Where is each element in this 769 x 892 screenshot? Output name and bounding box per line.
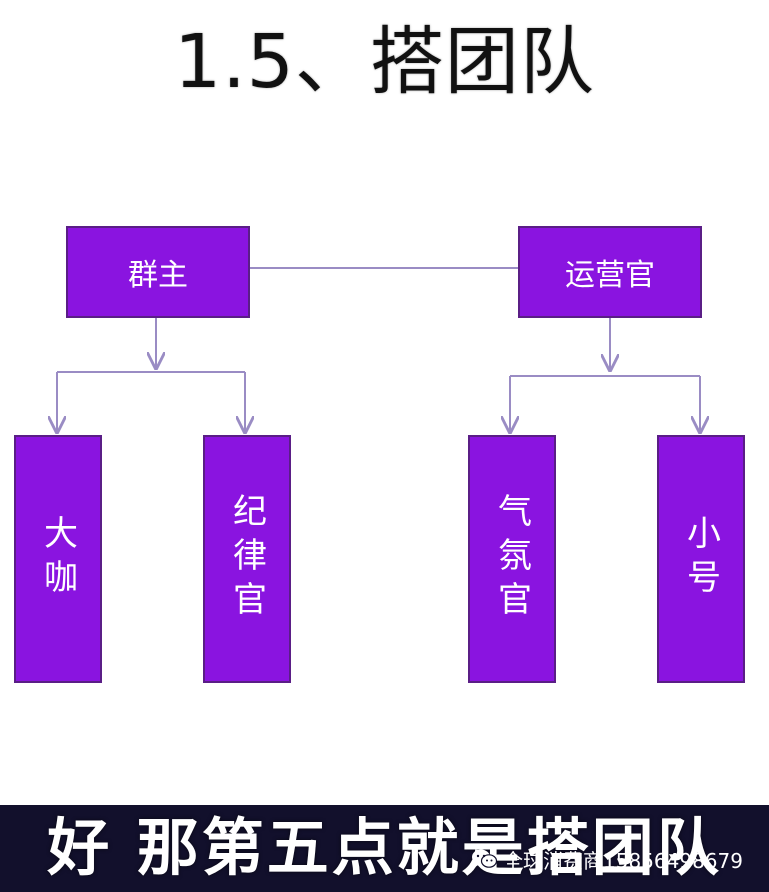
watermark: 全球消费商15856498679 xyxy=(471,842,743,876)
node-discipline-officer: 纪律官 xyxy=(203,435,291,683)
node-group-owner: 群主 xyxy=(66,226,250,318)
page-title: 1.5、搭团队 xyxy=(174,19,595,105)
node-atmosphere-officer: 气氛官 xyxy=(468,435,556,683)
node-operations-officer: 运营官 xyxy=(518,226,702,318)
watermark-text: 全球消费商15856498679 xyxy=(503,848,743,873)
video-caption: 好 那第五点就是搭团队 xyxy=(47,811,722,884)
node-alt-account: 小号 xyxy=(657,435,745,683)
wechat-icon xyxy=(472,849,498,868)
caption-bar xyxy=(0,805,769,892)
node-big-shot: 大咖 xyxy=(14,435,102,683)
